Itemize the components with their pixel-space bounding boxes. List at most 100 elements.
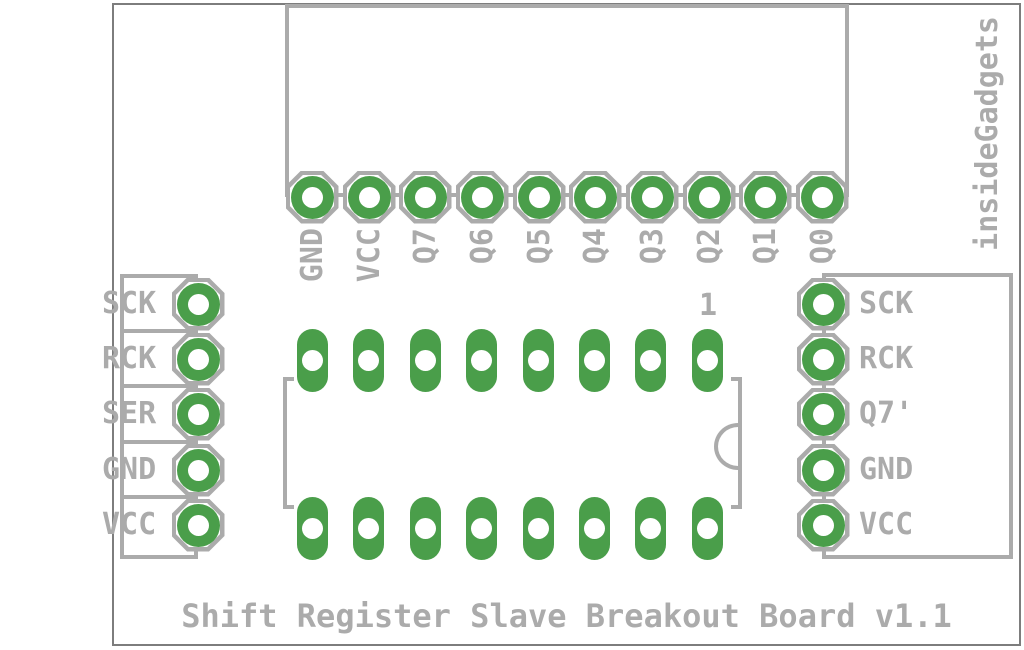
right-header-pad-GND-ring <box>801 448 845 492</box>
left-header-pin-label-SER: SER <box>102 396 157 431</box>
right-header-pad-VCC-ring <box>801 503 845 547</box>
right-header-pad-Q7'-ring <box>801 392 845 436</box>
ic-pad-top-3 <box>409 328 441 392</box>
top-header-pad-GND-ring <box>290 175 334 219</box>
top-header-body <box>285 4 849 197</box>
left-header-pad-GND-drill-hole <box>187 459 209 481</box>
top-header-pin-label-GND: GND <box>295 228 330 283</box>
ic-pad-top-3-drill-hole <box>414 349 436 371</box>
left-header-cell-divider-1 <box>122 329 196 333</box>
right-header-pad-Q7'-drill-hole <box>812 403 834 425</box>
ic-pad-top-7 <box>634 328 666 392</box>
right-header-pad-SCK-ring <box>801 282 845 326</box>
left-header-pin-label-GND: GND <box>102 452 157 487</box>
ic-pad-bottom-2-drill-hole <box>357 517 379 539</box>
top-header-pad-Q7-ring <box>403 175 447 219</box>
ic-outline-left-bracket <box>283 377 294 509</box>
top-header-pin-label-Q3: Q3 <box>635 228 670 265</box>
top-header-pad-Q3-drill-hole <box>641 186 663 208</box>
ic-pad-bottom-7-drill-hole <box>639 517 661 539</box>
ic-pad-top-8 <box>691 328 723 392</box>
ic-pad-bottom-3 <box>409 496 441 560</box>
ic-pad-top-8-drill-hole <box>696 349 718 371</box>
top-header-pad-Q5-ring <box>517 175 561 219</box>
ic-pad-bottom-8 <box>691 496 723 560</box>
right-header-pad-VCC-drill-hole <box>812 514 834 536</box>
right-header-pin-label-RCK: RCK <box>859 341 914 376</box>
top-header-pad-VCC-ring <box>347 175 391 219</box>
left-header-pad-VCC-ring <box>176 503 220 547</box>
left-header-cell-divider-4 <box>122 495 196 499</box>
top-header-pin-label-Q5: Q5 <box>522 228 557 265</box>
ic-pad-bottom-6 <box>578 496 610 560</box>
ic-pad-top-1 <box>296 328 328 392</box>
top-header-pad-GND-drill-hole <box>301 186 323 208</box>
ic-pad-bottom-4-drill-hole <box>470 517 492 539</box>
right-header-pin-label-SCK: SCK <box>859 286 914 321</box>
ic-pad-bottom-8-drill-hole <box>696 517 718 539</box>
ic-pad-bottom-4 <box>465 496 497 560</box>
right-header-pad-RCK-ring <box>801 337 845 381</box>
left-header-pad-RCK-ring <box>176 337 220 381</box>
left-header-pad-GND-ring <box>176 448 220 492</box>
top-header-pad-VCC-drill-hole <box>358 186 380 208</box>
top-header-pin-label-Q0: Q0 <box>805 228 840 265</box>
left-header-pad-SER-drill-hole <box>187 403 209 425</box>
top-header-pin-label-Q7: Q7 <box>408 228 443 265</box>
top-header-pad-Q5-drill-hole <box>528 186 550 208</box>
left-header-pad-SER-ring <box>176 392 220 436</box>
top-header-pad-Q0-drill-hole <box>811 186 833 208</box>
ic-pad-top-2-drill-hole <box>357 349 379 371</box>
board-title: Shift Register Slave Breakout Board v1.1 <box>181 597 952 635</box>
top-header-pad-Q3-ring <box>630 175 674 219</box>
top-header-pin-label-Q1: Q1 <box>748 228 783 265</box>
top-header-pad-Q2-ring <box>687 175 731 219</box>
top-header-pin-label-VCC: VCC <box>352 228 387 283</box>
top-header-pad-Q1-ring <box>743 175 787 219</box>
ic-pad-bottom-3-drill-hole <box>414 517 436 539</box>
ic-pad-top-7-drill-hole <box>639 349 661 371</box>
right-header-pad-SCK-drill-hole <box>812 293 834 315</box>
top-header-pad-Q7-drill-hole <box>414 186 436 208</box>
top-header-pin-label-Q4: Q4 <box>578 228 613 265</box>
ic-pin1-marker: 1 <box>698 288 718 323</box>
ic-pad-bottom-1 <box>296 496 328 560</box>
ic-pad-top-5-drill-hole <box>527 349 549 371</box>
ic-pad-top-6-drill-hole <box>583 349 605 371</box>
ic-pad-bottom-5-drill-hole <box>527 517 549 539</box>
ic-pad-top-2 <box>352 328 384 392</box>
ic-pad-bottom-5 <box>522 496 554 560</box>
left-header-cell-divider-3 <box>122 440 196 444</box>
top-header-pad-Q4-ring <box>573 175 617 219</box>
left-header-pad-RCK-drill-hole <box>187 348 209 370</box>
right-header-pad-GND-drill-hole <box>812 459 834 481</box>
left-header-pad-SCK-drill-hole <box>187 293 209 315</box>
top-header-pin-label-Q6: Q6 <box>465 228 500 265</box>
ic-pad-bottom-6-drill-hole <box>583 517 605 539</box>
left-header-pin-label-VCC: VCC <box>102 507 157 542</box>
right-header-pad-RCK-drill-hole <box>812 348 834 370</box>
left-header-cell-divider-2 <box>122 384 196 388</box>
left-header-pin-label-SCK: SCK <box>102 286 157 321</box>
right-header-pin-label-GND: GND <box>859 452 914 487</box>
left-header-pin-label-RCK: RCK <box>102 341 157 376</box>
ic-pad-top-6 <box>578 328 610 392</box>
ic-pad-top-1-drill-hole <box>301 349 323 371</box>
top-header-pad-Q6-ring <box>460 175 504 219</box>
ic-pad-bottom-1-drill-hole <box>301 517 323 539</box>
top-header-pad-Q0-ring <box>800 175 844 219</box>
right-header-pin-label-Q7': Q7' <box>859 396 914 431</box>
top-header-pad-Q6-drill-hole <box>471 186 493 208</box>
ic-pad-bottom-7 <box>634 496 666 560</box>
brand-text: insideGadgets <box>970 16 1005 251</box>
top-header-pad-Q1-drill-hole <box>754 186 776 208</box>
left-header-pad-VCC-drill-hole <box>187 514 209 536</box>
ic-outline-right-bracket <box>731 377 742 509</box>
top-header-pad-Q2-drill-hole <box>698 186 720 208</box>
top-header-pad-Q4-drill-hole <box>584 186 606 208</box>
ic-pad-top-4 <box>465 328 497 392</box>
left-header-pad-SCK-ring <box>176 282 220 326</box>
ic-pad-bottom-2 <box>352 496 384 560</box>
top-header-pin-label-Q2: Q2 <box>692 228 727 265</box>
